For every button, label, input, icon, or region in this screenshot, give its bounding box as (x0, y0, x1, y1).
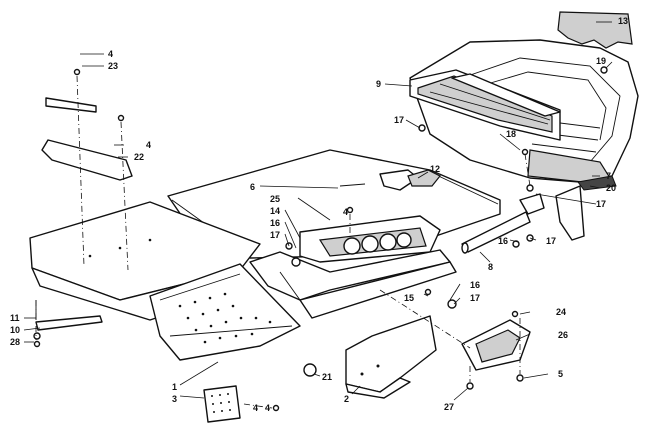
callout-13: 13 (618, 16, 628, 26)
part-9-grille (409, 69, 561, 141)
callout-4b: 4 (146, 140, 151, 150)
part-21-knob (303, 363, 317, 377)
callout-28: 28 (10, 337, 20, 347)
assembly-lines (35, 75, 531, 409)
callout-24: 24 (556, 307, 566, 317)
part-1-front-panel (29, 201, 301, 361)
callout-1: 1 (172, 382, 177, 392)
callout-17d: 17 (546, 236, 556, 246)
callout-26: 26 (558, 330, 568, 340)
callout-16a: 16 (270, 218, 280, 228)
callout-15: 15 (404, 293, 414, 303)
part-13-decal (557, 11, 633, 49)
callout-12: 12 (430, 164, 440, 174)
part-2-mount-plate (345, 315, 437, 399)
callout-6: 6 (250, 182, 255, 192)
part-3-plate (203, 385, 241, 423)
callout-17c: 17 (596, 199, 606, 209)
leader-lines (23, 21, 613, 401)
callout-labels: 1 2 3 4 4 4 4 4 5 6 7 8 9 10 11 12 13 14… (10, 16, 628, 413)
callout-4a: 4 (108, 49, 113, 59)
callout-16c: 16 (470, 280, 480, 290)
callout-20: 20 (606, 183, 616, 193)
panel-holes (88, 238, 272, 344)
callout-4e: 4 (253, 403, 258, 413)
part-26-footrest (461, 319, 531, 371)
callout-3: 3 (172, 394, 177, 404)
callout-17b: 17 (394, 115, 404, 125)
callout-4c: 4 (343, 207, 348, 217)
callout-21: 21 (322, 372, 332, 382)
callout-10: 10 (10, 325, 20, 335)
callout-25: 25 (270, 194, 280, 204)
callout-16b: 16 (498, 236, 508, 246)
callout-27: 27 (444, 402, 454, 412)
callout-2: 2 (344, 394, 349, 404)
part-12-insert (407, 169, 441, 187)
part-25-console (299, 215, 441, 263)
callout-17a: 17 (270, 230, 280, 240)
callout-17e: 17 (470, 293, 480, 303)
callout-23: 23 (108, 61, 118, 71)
callout-5: 5 (558, 369, 563, 379)
fasteners (33, 66, 608, 412)
callout-22: 22 (134, 152, 144, 162)
part-10-rail (33, 300, 103, 340)
part-23-strap (45, 97, 97, 113)
part-22-bracket (41, 139, 133, 181)
callout-9: 9 (376, 79, 381, 89)
callout-4d: 4 (265, 403, 270, 413)
callout-19: 19 (596, 56, 606, 66)
callout-11: 11 (10, 313, 20, 323)
callout-7: 7 (606, 171, 611, 181)
callout-8: 8 (488, 262, 493, 272)
callout-14: 14 (270, 206, 280, 216)
part-8-tube (461, 193, 545, 254)
callout-18: 18 (506, 129, 516, 139)
